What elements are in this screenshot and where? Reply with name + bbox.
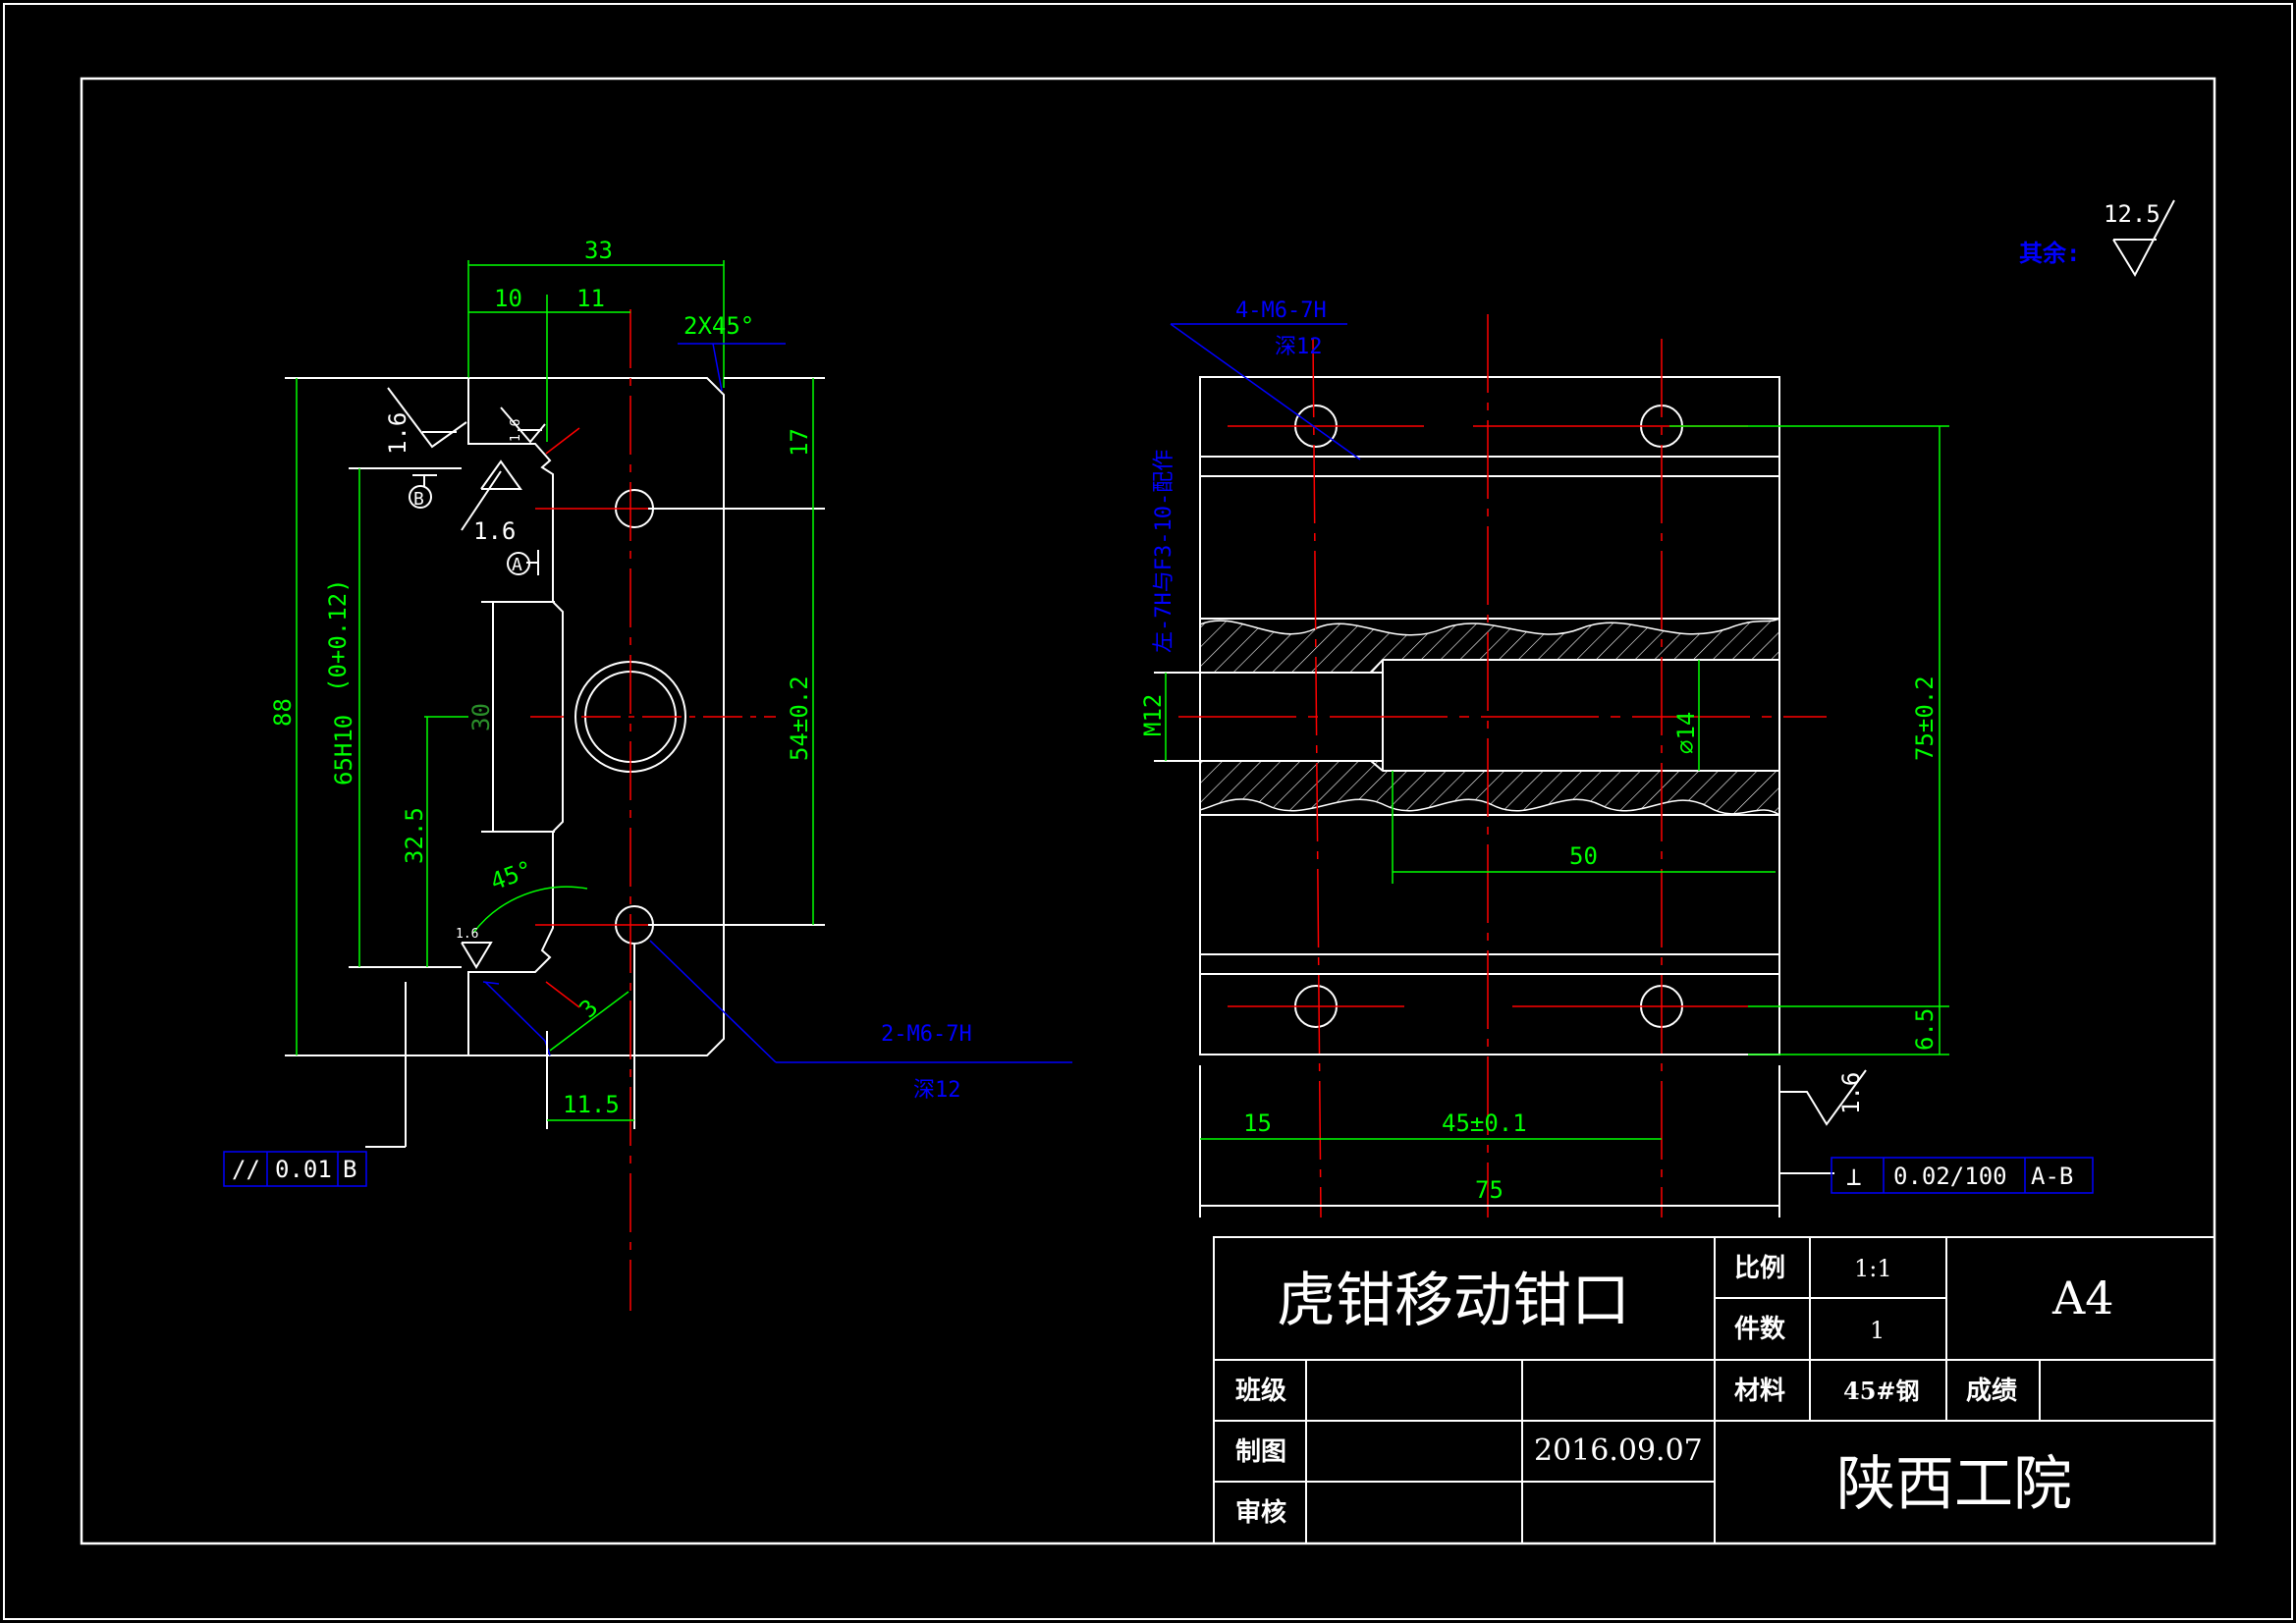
svg-text:A: A — [512, 555, 522, 575]
scale-value: 1:1 — [1854, 1255, 1892, 1282]
svg-text://: // — [232, 1156, 260, 1183]
svg-text:1.6: 1.6 — [509, 419, 523, 442]
svg-text:0.02/100: 0.02/100 — [1893, 1163, 2007, 1190]
front-view: 33 10 11 2X45° 88 65H10 (0+0.12) 30 32.5 — [223, 237, 1072, 1311]
roughness-small-b: 1.6 — [461, 460, 522, 545]
svg-text:0.01: 0.01 — [275, 1156, 332, 1183]
title-block: 虎钳移动钳口 比例 1:1 件数 1 A4 班级 材料 45#钢 成绩 制图 2… — [1213, 1236, 2215, 1544]
drawing-date: 2016.09.07 — [1534, 1434, 1703, 1468]
general-roughness: 其余: 12.5 — [2019, 199, 2175, 278]
dim-width-total: 33 — [584, 237, 613, 264]
front-hole-thread: 2-M6-7H — [881, 1022, 972, 1047]
svg-text:1.6: 1.6 — [456, 927, 478, 942]
material-label: 材料 — [1734, 1377, 1785, 1406]
svg-text:A-B: A-B — [2031, 1163, 2073, 1190]
dim-step-b: 11 — [576, 285, 605, 312]
general-roughness-value: 12.5 — [2104, 200, 2160, 228]
dim-bottom-offset-side: 6.5 — [1911, 1008, 1939, 1051]
class-label: 班级 — [1235, 1376, 1286, 1406]
grade-label: 成绩 — [1966, 1377, 2017, 1406]
front-view-outline — [467, 377, 725, 1056]
dim-hole-top: 17 — [786, 428, 813, 457]
side-view-outline — [1199, 376, 1780, 1055]
dim-center-offset: 32.5 — [401, 807, 428, 864]
dim-step-a: 10 — [494, 285, 522, 312]
sheet-size: A4 — [2051, 1271, 2114, 1325]
roughness-small-c: 1.6 — [456, 927, 493, 969]
svg-text:1.6: 1.6 — [473, 517, 516, 545]
svg-text:1.6: 1.6 — [384, 412, 411, 455]
dim-slot-depth: 30 — [467, 703, 495, 731]
dim-bottom-offset: 11.5 — [563, 1091, 620, 1118]
dim-hole-pitch-side: 45±0.1 — [1442, 1109, 1527, 1137]
datum-a: A — [507, 550, 539, 575]
dim-small: 3 — [574, 994, 603, 1023]
hatch-top — [1199, 617, 1780, 674]
hatch-bottom — [1199, 760, 1780, 817]
general-roughness-label: 其余: — [2019, 240, 2080, 267]
side-roughness: 1.6 — [1779, 1069, 1867, 1126]
dim-slot-fit-tol: (0+0.12) — [324, 578, 352, 692]
dim-hole-pitch: 54±0.2 — [786, 676, 813, 761]
dim-height: 75±0.2 — [1911, 676, 1939, 761]
dim-height-total: 88 — [269, 698, 297, 727]
svg-text:1.6: 1.6 — [1837, 1072, 1865, 1114]
side-hole-depth: 深12 — [1275, 335, 1323, 359]
svg-text:⊥: ⊥ — [1846, 1163, 1862, 1192]
dim-left-offset: 15 — [1243, 1109, 1272, 1137]
scale-label: 比例 — [1734, 1254, 1785, 1283]
school-name: 陕西工院 — [1836, 1450, 2072, 1519]
roughness-big: 1.6 — [384, 387, 467, 455]
perpendicularity-tolerance-frame: ⊥ 0.02/100 A-B — [1831, 1157, 2094, 1194]
dim-slot-fit: 65H10 — [330, 715, 357, 785]
drawn-label: 制图 — [1235, 1437, 1286, 1467]
dim-width: 75 — [1475, 1176, 1503, 1204]
front-hole-depth: 深12 — [913, 1078, 961, 1103]
dim-angle: 45° — [487, 855, 536, 895]
inner-border — [80, 77, 2216, 1545]
side-hole-thread: 4-M6-7H — [1235, 298, 1327, 323]
outer-border — [3, 3, 2293, 1620]
datum-b: B — [409, 474, 437, 510]
material-value: 45#钢 — [1843, 1377, 1920, 1405]
side-note: 左-7H与F3-10-配作 — [1152, 450, 1176, 653]
qty-label: 件数 — [1734, 1315, 1786, 1344]
roughness-small-a: 1.6 — [500, 406, 546, 444]
parallelism-tolerance-frame: // 0.01 B — [223, 1151, 367, 1187]
side-view: 4-M6-7H 深12 左-7H与F3-10-配作 M12 ⌀14 50 75±… — [1139, 298, 2094, 1218]
dim-bore: ⌀14 — [1672, 712, 1700, 754]
part-name: 虎钳移动钳口 — [1277, 1267, 1630, 1335]
dim-bore-len: 50 — [1569, 842, 1598, 870]
svg-text:B: B — [343, 1156, 356, 1183]
dim-chamfer: 2X45° — [683, 312, 754, 340]
check-label: 审核 — [1235, 1497, 1286, 1528]
dim-thread-dia: M12 — [1139, 694, 1167, 736]
qty-value: 1 — [1870, 1317, 1885, 1344]
svg-text:B: B — [413, 489, 424, 510]
